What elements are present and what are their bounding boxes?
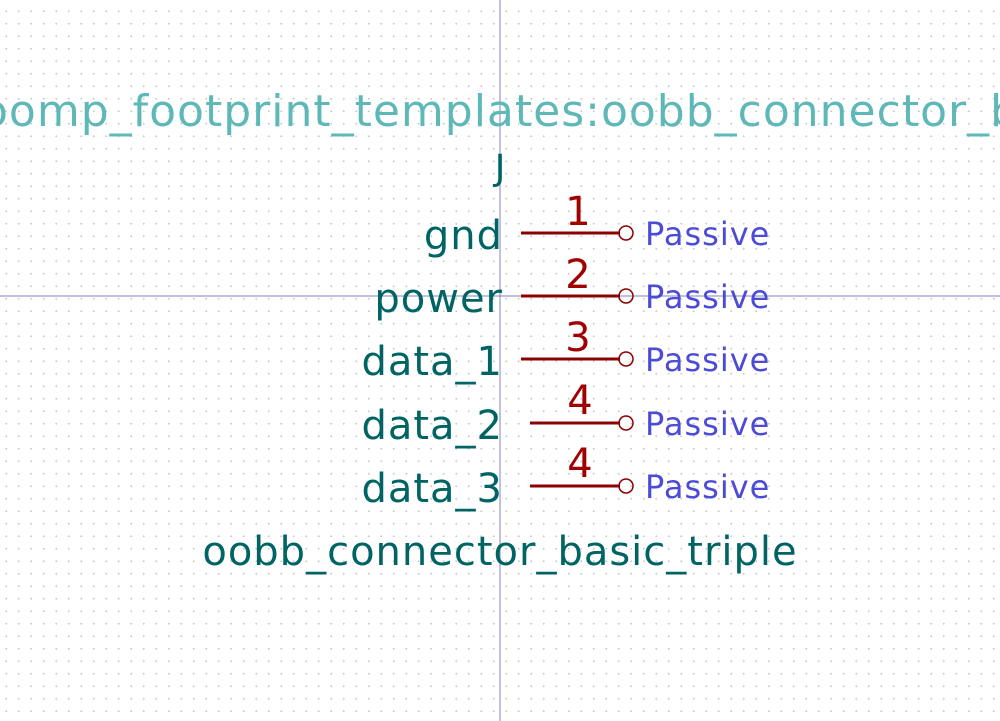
pin-number: 2 — [565, 252, 590, 298]
footprint-field[interactable]: oomp_footprint_templates:oobb_connector_… — [0, 86, 1000, 137]
reference-field[interactable]: J — [493, 148, 506, 189]
pin-connection-point-icon — [618, 351, 634, 367]
pin-name: data_3 — [361, 466, 503, 512]
pin-connection-point-icon — [618, 225, 634, 241]
pin-name: gnd — [424, 213, 503, 259]
pin-number: 1 — [565, 189, 590, 235]
pin-type: Passive — [645, 278, 770, 316]
pin-data-3[interactable]: data_3 4 Passive — [361, 441, 770, 512]
pin-gnd[interactable]: gnd 1 Passive — [424, 189, 770, 259]
value-field[interactable]: oobb_connector_basic_triple — [202, 529, 797, 575]
pin-type: Passive — [645, 468, 770, 506]
pin-number: 4 — [567, 378, 592, 424]
pin-name: data_1 — [361, 339, 503, 385]
pin-type: Passive — [645, 341, 770, 379]
pin-type: Passive — [645, 215, 770, 253]
pin-connection-point-icon — [618, 415, 634, 431]
pin-number: 4 — [567, 441, 592, 487]
pin-name: data_2 — [361, 403, 503, 449]
pin-data-2[interactable]: data_2 4 Passive — [361, 378, 770, 449]
pin-power[interactable]: power 2 Passive — [374, 252, 770, 322]
pin-name: power — [374, 276, 503, 322]
pin-data-1[interactable]: data_1 3 Passive — [361, 315, 770, 385]
pin-connection-point-icon — [618, 478, 634, 494]
pin-type: Passive — [645, 405, 770, 443]
pin-connection-point-icon — [618, 288, 634, 304]
pin-number: 3 — [565, 315, 590, 361]
